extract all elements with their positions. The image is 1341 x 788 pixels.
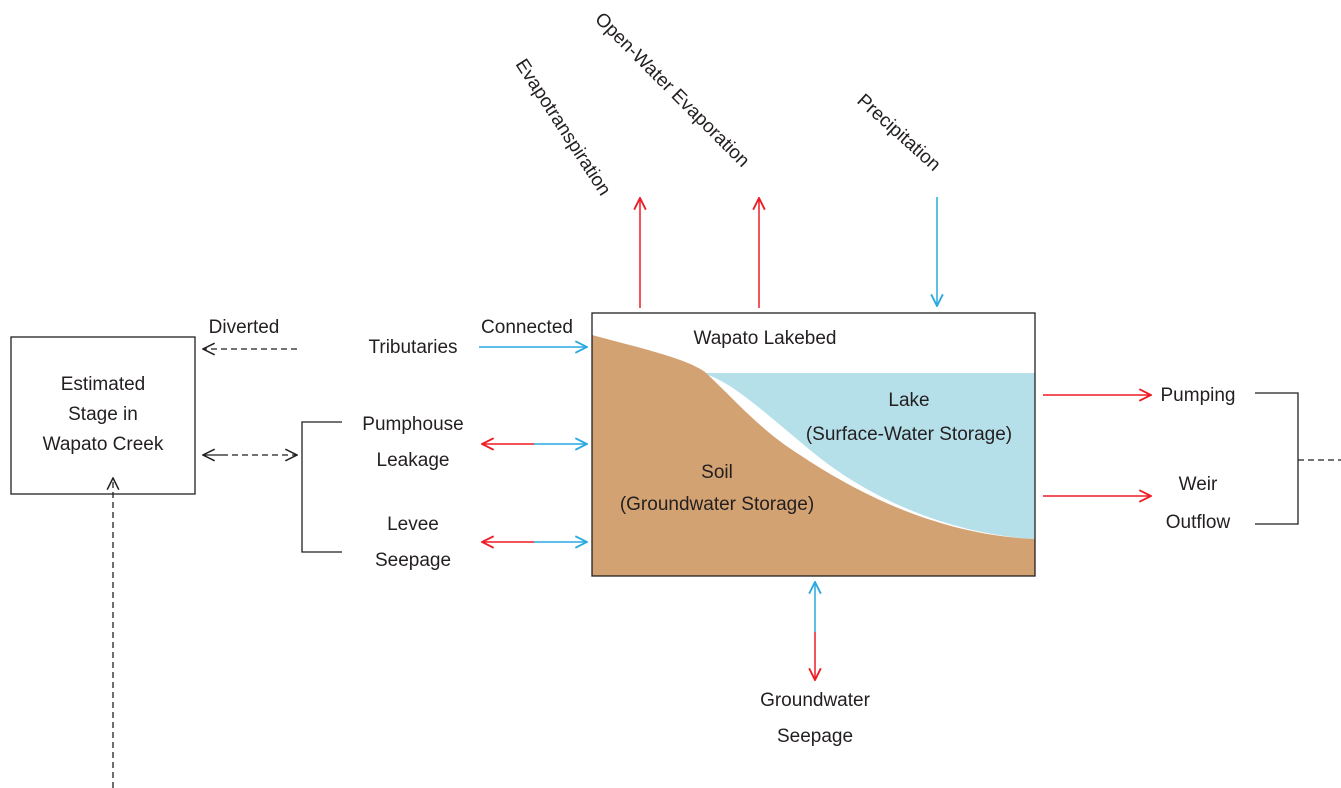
weir-outflow-label-line2: Outflow [1166,512,1231,533]
soil-label-line1: Soil [701,462,733,483]
pumphouse-label-line2: Leakage [377,450,450,471]
estimated-stage-box: Estimated Stage in Wapato Creek [10,336,196,495]
open-water-evaporation-label: Open-Water Evaporation [590,9,753,172]
groundwater-seepage-label-line2: Seepage [777,726,853,747]
precipitation-label: Precipitation [853,90,945,176]
lake-label-line2: (Surface-Water Storage) [806,424,1012,445]
wapato-lakebed-box: Wapato Lakebed Lake (Surface-Water Stora… [591,312,1036,577]
lake-area [700,373,1035,539]
evapotranspiration-label: Evapotranspiration [511,55,615,199]
estimated-stage-label-line3: Wapato Creek [43,434,164,455]
levee-label-line1: Levee [387,514,439,535]
soil-area [592,335,1035,576]
estimated-stage-label-line1: Estimated [61,374,145,395]
diverted-label: Diverted [209,317,280,338]
levee-label-line2: Seepage [375,550,451,571]
wapato-lakebed-label: Wapato Lakebed [694,328,837,349]
left-bracket [301,421,342,553]
right-bracket [1255,392,1299,525]
estimated-stage-label-line2: Stage in [68,404,138,425]
pumphouse-label-line1: Pumphouse [362,414,463,435]
connected-label: Connected [481,317,573,338]
tributaries-label: Tributaries [368,337,457,358]
lake-label-line1: Lake [888,390,929,411]
soil-label-line2: (Groundwater Storage) [620,494,814,515]
pumping-label: Pumping [1161,385,1236,406]
weir-outflow-label-line1: Weir [1179,474,1218,495]
groundwater-seepage-label-line1: Groundwater [760,690,871,711]
